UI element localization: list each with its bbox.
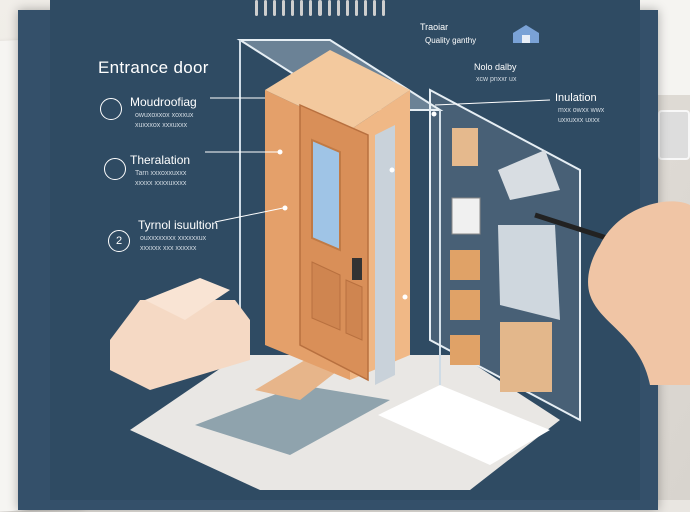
insulation-strip [375,125,395,385]
fan-box [451,197,481,235]
insulation-sheets [498,225,560,320]
top-label-1: Traoiar [420,22,449,32]
poster-title: Entrance door [98,58,209,77]
item-label-1: Moudroofiag [130,95,197,109]
phone [658,110,690,160]
door-mat [195,385,390,455]
right-label-1-sub: xcw pnxxr ux [476,76,517,83]
sofa [110,300,250,390]
item-sub-1a: owuxoxxox xoxxux [135,112,194,119]
insulation-label: Inulation [555,92,597,104]
door-handle [352,258,362,280]
spiral-binding [255,0,385,16]
door-illustration [110,39,581,490]
top-label-2: Quality ganthy [425,36,477,45]
insulation-sub-2: uxxuxxx uxxx [558,117,600,124]
wood-block [452,128,478,166]
item-icon-2 [104,158,126,180]
door-window [311,138,341,252]
item-label-3: Tyrnol isuultion [138,218,219,232]
item-icon-1 [100,98,122,120]
item-icon-3: 2 [108,230,130,252]
house-logo-icon [513,25,539,43]
item-sub-2a: Tarn xxxoxxuxxx [135,170,187,177]
insulation-foam [498,150,560,200]
hand-with-pen [534,201,690,385]
material-block-1 [450,250,480,280]
right-label-1: Nolo dalby [474,62,517,72]
material-block-3 [450,335,480,365]
item-sub-1b: xuxxxox xxxuxxx [135,122,188,129]
material-block-2 [450,290,480,320]
spec-document [378,385,550,465]
item-label-2: Theralation [130,153,191,167]
item-sub-2b: xxxxx xxxxuxxxx [135,180,187,187]
item-sub-3a: ouxxxxxxxx xxxxxxux [140,235,207,242]
wooden-deck [255,360,345,400]
wood-board [500,322,552,392]
item-sub-3b: xxxxxx xxx xxxxxx [140,245,197,252]
insulation-sub-1: mxx owxx wwx [558,107,605,114]
